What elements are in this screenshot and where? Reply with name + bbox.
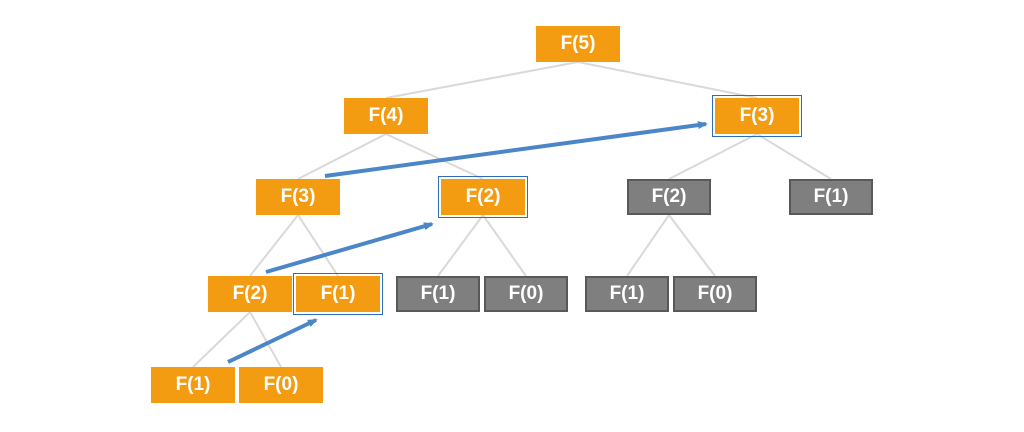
node-f2-right: F(2): [627, 179, 711, 215]
tree-edge-f2-right-f0-rr: [668, 214, 716, 277]
tree-edge-f5-f3-right: [577, 61, 758, 99]
tree-edge-f2-mid-f0-mid: [482, 214, 527, 277]
tree-edge-f2-left-f0-leaf: [249, 311, 282, 368]
tree-edge-f4-f3-left: [297, 133, 387, 180]
tree-edge-f5-f4: [385, 61, 579, 99]
tree-edge-f3-right-f2-right: [668, 133, 758, 180]
tree-edge-f2-right-f1-rr: [626, 214, 670, 277]
node-f2-mid: F(2): [438, 176, 528, 218]
tree-edge-f2-mid-f1-mid: [437, 214, 484, 277]
node-f2-left: F(2): [208, 276, 292, 312]
node-f0-mid: F(0): [484, 276, 568, 312]
node-f1-mid: F(1): [396, 276, 480, 312]
tree-edge-f3-left-f2-left: [249, 214, 299, 277]
node-f1-left: F(1): [293, 273, 383, 315]
tree-edge-f2-left-f1-leaf: [192, 311, 251, 368]
node-f1-right: F(1): [789, 179, 873, 215]
node-f0-rr: F(0): [673, 276, 757, 312]
node-f3-right: F(3): [712, 95, 802, 137]
node-f1-rr: F(1): [585, 276, 669, 312]
node-f5: F(5): [536, 26, 620, 62]
tree-edge-f3-left-f1-left: [297, 214, 339, 277]
node-f1-leaf: F(1): [151, 367, 235, 403]
tree-edge-f3-right-f1-right: [756, 133, 832, 180]
tree-edge-f4-f2-mid: [385, 133, 484, 180]
node-f4: F(4): [344, 98, 428, 134]
node-f3-left: F(3): [256, 179, 340, 215]
node-f0-leaf: F(0): [239, 367, 323, 403]
